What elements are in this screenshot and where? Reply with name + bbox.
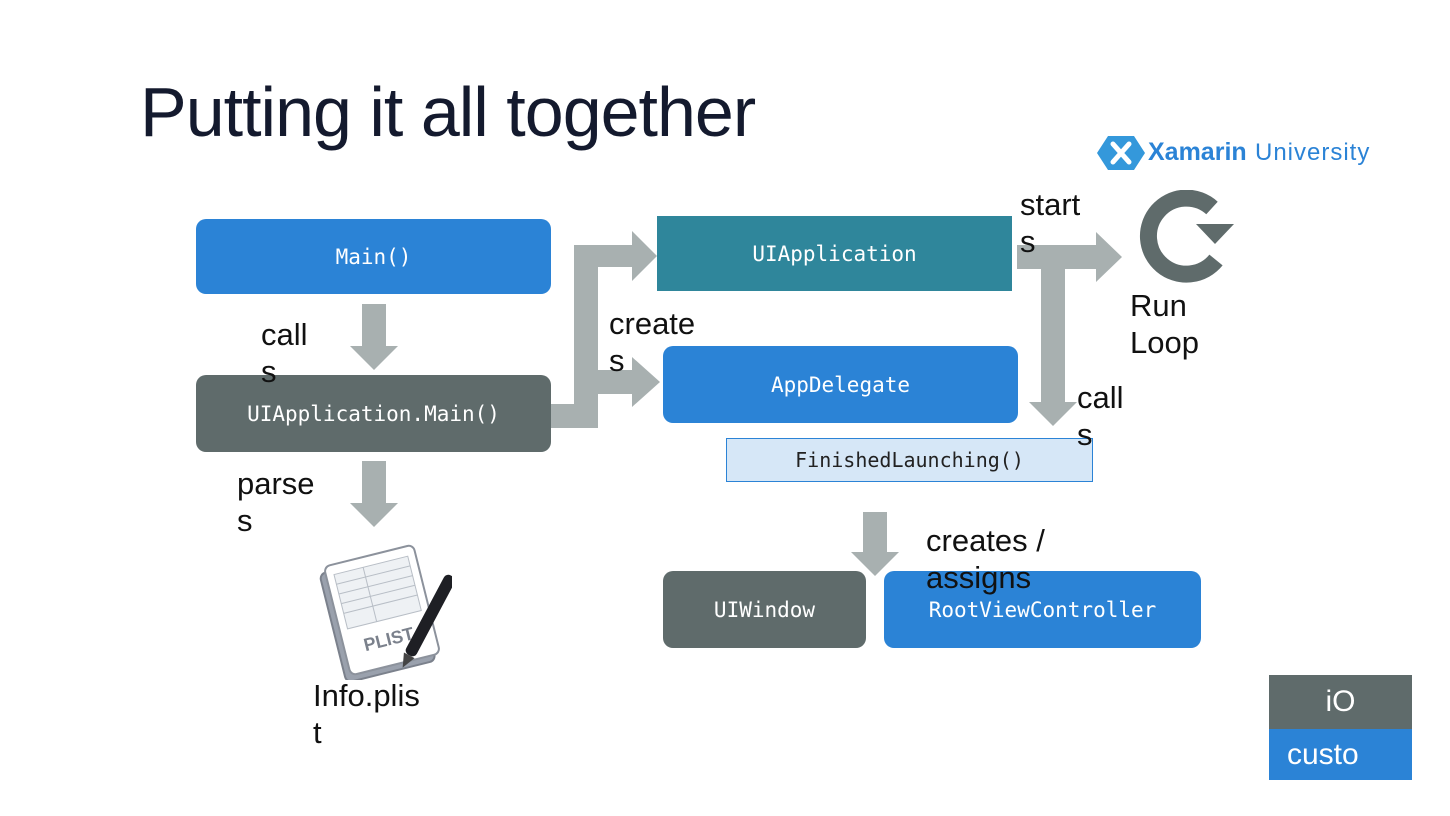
plist-caption: Info.plis t — [313, 678, 420, 750]
arrow-main-to-uiapp-main — [350, 304, 398, 370]
rootviewcontroller-node: RootViewController — [884, 571, 1201, 648]
page-title: Putting it all together — [140, 73, 756, 151]
arrow-uiapp-main-to-plist — [350, 461, 398, 527]
uiapplication-node: UIApplication — [657, 216, 1012, 291]
main-node: Main() — [196, 219, 551, 294]
plist-file-icon: PLIST — [319, 544, 452, 680]
run-loop-caption: Run Loop — [1130, 288, 1199, 360]
logo-brand: Xamarin — [1148, 138, 1247, 166]
arrow-calls-finishedlaunching — [1029, 269, 1077, 426]
xamarin-logo-icon — [1097, 136, 1145, 170]
label-parses: parse s — [237, 466, 315, 538]
platform-badge-bottom: custo — [1269, 729, 1412, 780]
arrow-finishedlaunching-to-uiwindow — [851, 512, 899, 576]
arrow-uiapp-main-to-uiapplication — [551, 231, 657, 428]
appdelegate-node: AppDelegate — [663, 346, 1018, 423]
label-creates: create s — [609, 306, 696, 378]
uiapplication-main-node: UIApplication.Main() — [196, 375, 551, 452]
platform-badge-top: iO — [1269, 675, 1412, 729]
arrow-to-appdelegate — [598, 357, 660, 407]
label-calls-1: call s — [261, 317, 308, 389]
label-creates-assigns: creates / assigns — [926, 523, 1045, 595]
logo-suffix: University — [1255, 139, 1371, 166]
label-calls-2: call s — [1077, 380, 1124, 452]
run-loop-icon — [1140, 190, 1234, 283]
xamarin-university-logo: Xamarin University — [1096, 133, 1406, 173]
uiwindow-node: UIWindow — [663, 571, 866, 648]
finishedlaunching-node: FinishedLaunching() — [726, 438, 1093, 482]
label-starts: start s — [1020, 187, 1081, 259]
arrow-starts-runloop — [1017, 232, 1122, 282]
